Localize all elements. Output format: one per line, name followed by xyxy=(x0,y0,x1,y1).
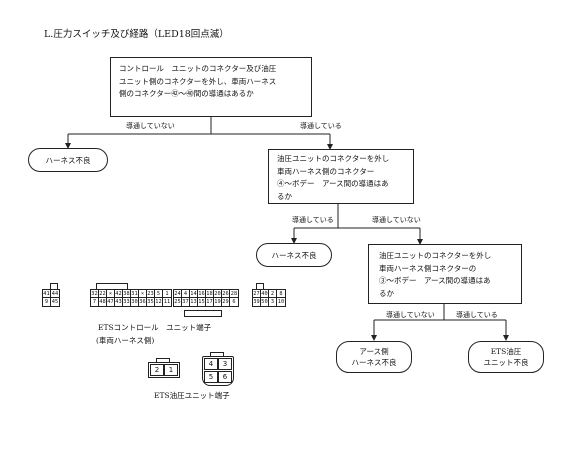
terminal-pin: 29 xyxy=(222,298,230,306)
terminal-pin: 4 xyxy=(182,290,190,298)
terminal-pin: 16 xyxy=(198,290,206,298)
branch-label-3-no: 導通していない xyxy=(386,311,435,319)
decision-box-2: 油圧ユニットのコネクターを外し 車両ハーネス側のコネクター ④～ボデー アース間… xyxy=(268,149,414,204)
connector-sublabel: (車両ハーネス側) xyxy=(96,336,155,345)
terminal-pin: 3 xyxy=(269,298,277,306)
terminal-pin: 2 xyxy=(269,290,277,298)
plug-pin: 4 xyxy=(204,358,218,370)
branch-label-2-yes: 導通している xyxy=(292,216,334,224)
terminal-pin: 37 xyxy=(182,298,190,306)
terminal-pin: × xyxy=(107,290,115,298)
hydraulic-unit-2pin-plug: 2 1 xyxy=(148,362,180,378)
terminal-pin: 35 xyxy=(147,298,155,306)
connector-1-key xyxy=(50,283,58,289)
terminal-pin: 31 xyxy=(131,290,139,298)
terminal-pin: 25 xyxy=(174,298,182,306)
terminal-pin: 9 xyxy=(43,298,51,306)
decision-box-3-text: 油圧ユニットのコネクターを外し 車両ハーネス側コネクターの ③～ボデー アース間… xyxy=(379,251,492,298)
decision-box-1-text: コントロール ユニットのコネクター及び油圧 ユニット側のコネクターを外し、車両ハ… xyxy=(119,64,277,98)
terminal-pin: 26 xyxy=(222,290,230,298)
decision-box-3: 油圧ユニットのコネクターを外し 車両ハーネス側コネクターの ③～ボデー アース間… xyxy=(368,244,522,304)
terminal-pin: 44 xyxy=(51,290,59,298)
terminal-pin: 17 xyxy=(206,298,214,306)
terminal-pin: 11 xyxy=(163,299,171,305)
terminal-pin: 41 xyxy=(43,290,51,298)
result-earth-harness-fault: アース側 ハーネス不良 xyxy=(336,341,412,373)
terminal-pin: 1 xyxy=(163,290,171,298)
terminal-pin: 18 xyxy=(206,290,214,298)
terminal-pin: 14 xyxy=(190,290,198,298)
terminal-pin: 12 xyxy=(155,298,163,306)
terminal-pin: × xyxy=(139,290,147,298)
plug-pin: 1 xyxy=(164,364,178,376)
plug-pin: 5 xyxy=(204,371,218,383)
terminal-pin: 32 xyxy=(91,290,99,298)
terminal-pin: 20 xyxy=(214,290,222,298)
small-plug-cap xyxy=(156,358,170,363)
terminal-pin: 23 xyxy=(147,290,155,298)
terminal-pin: 36 xyxy=(139,298,147,306)
terminal-pin: 28 xyxy=(230,290,238,298)
terminal-pin: 15 xyxy=(198,298,206,306)
result-ets-hydraulic-unit-fault: ETS油圧 ユニット不良 xyxy=(468,341,544,373)
terminal-pin: 7 xyxy=(91,298,99,306)
branch-label-1-yes: 導通している xyxy=(300,122,342,130)
hydraulic-unit-4pin-plug: 4 3 5 6 xyxy=(202,356,234,386)
connector-2-latch xyxy=(96,283,128,290)
branch-label-1-no: 導通していない xyxy=(126,122,175,130)
branch-label-3-yes: 導通している xyxy=(456,311,498,319)
terminal-pin: 33 xyxy=(123,298,131,306)
terminal-pin: 6 xyxy=(232,299,236,305)
terminal-pin: 50 xyxy=(261,298,269,306)
terminal-pin: 48 xyxy=(99,298,107,306)
decision-box-1: コントロール ユニットのコネクター及び油圧 ユニット側のコネクターを外し、車両ハ… xyxy=(110,57,312,117)
terminal-pin: 45 xyxy=(51,299,59,305)
result-harness-fault-2: ハーネス不良 xyxy=(256,243,332,267)
terminal-pin: 42 xyxy=(115,290,123,298)
terminal-pin: 39 xyxy=(253,298,261,306)
branch-label-2-no: 導通していない xyxy=(372,216,421,224)
terminal-pin: 5 xyxy=(155,290,163,298)
connector-3-latch xyxy=(184,310,222,317)
page-title: L.圧力スイッチ及び経路（LED18回点滅） xyxy=(44,29,229,40)
connector-label: ETSコントロール ユニット端子 xyxy=(98,323,212,332)
plug-pin: 3 xyxy=(218,358,232,370)
terminal-pin: 30 xyxy=(131,298,139,306)
plug-label: ETS油圧ユニット端子 xyxy=(154,391,230,400)
terminal-pin: 19 xyxy=(214,298,222,306)
decision-box-2-text: 油圧ユニットのコネクターを外し 車両ハーネス側のコネクター ④～ボデー アース間… xyxy=(277,154,390,201)
result-harness-fault-1: ハーネス不良 xyxy=(28,148,108,172)
terminal-pin: 40 xyxy=(261,290,269,298)
terminal-pin: 10 xyxy=(277,299,285,305)
plug-pin: 2 xyxy=(150,364,164,376)
terminal-pin: 27 xyxy=(253,290,261,298)
terminal-pin: 43 xyxy=(115,298,123,306)
terminal-pin: 13 xyxy=(190,298,198,306)
plug-pin: 6 xyxy=(218,371,232,383)
terminal-pin: 24 xyxy=(174,290,182,298)
terminal-pin: 38 xyxy=(123,290,131,298)
connector-4-key xyxy=(256,283,264,289)
terminal-pin: 8 xyxy=(277,290,285,298)
terminal-pin: 22 xyxy=(99,290,107,298)
large-plug-cap xyxy=(210,352,224,357)
terminal-pin: 47 xyxy=(107,298,115,306)
